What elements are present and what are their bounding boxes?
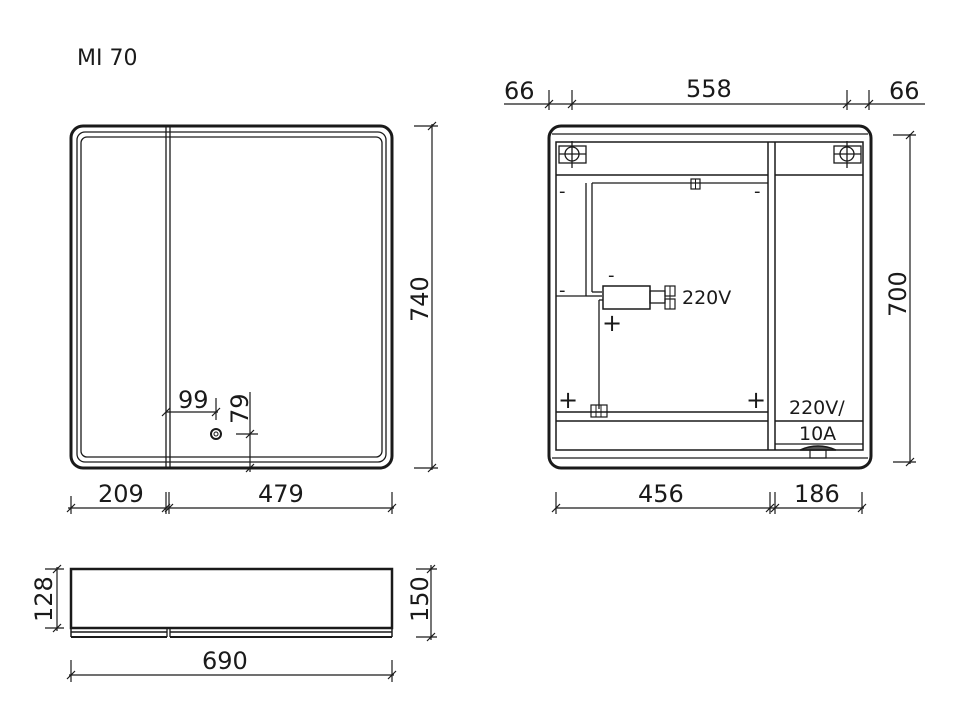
polarity-minus-left: -: [559, 280, 566, 301]
dim-left-panel-width: 209: [98, 480, 144, 508]
polarity-minus-top-left: -: [559, 181, 566, 202]
dim-total-depth: 150: [406, 576, 434, 622]
dim-front-height: 740: [406, 276, 434, 322]
side-view: [45, 564, 437, 682]
polarity-minus-driver: -: [608, 265, 615, 286]
polarity-plus-bottom-left: +: [558, 386, 578, 414]
dim-right-panel-width: 479: [258, 480, 304, 508]
led-driver-icon: [602, 285, 651, 310]
dim-back-height: 700: [884, 271, 912, 317]
dim-left-section-width: 456: [638, 480, 684, 508]
polarity-minus-top-right: -: [754, 181, 761, 202]
mount-bracket-right-icon: [833, 141, 862, 168]
dim-right-margin: 66: [889, 77, 920, 105]
power-socket-icon: [799, 445, 837, 451]
dim-switch-offset-x: 99: [178, 386, 209, 414]
dim-right-section-width: 186: [794, 480, 840, 508]
socket-rating-line2: 10A: [799, 423, 836, 445]
touch-switch-icon: [210, 428, 222, 440]
back-view: [504, 90, 925, 514]
dim-left-margin: 66: [504, 77, 535, 105]
front-view: [66, 121, 438, 514]
dim-switch-offset-y: 79: [226, 393, 254, 424]
driver-voltage-label: 220V: [682, 287, 731, 309]
dim-mount-spacing: 558: [686, 75, 732, 103]
polarity-plus-bottom-right: +: [746, 386, 766, 414]
model-title: MI 70: [77, 46, 137, 71]
mount-bracket-left-icon: [558, 141, 587, 168]
socket-rating-line1: 220V/: [789, 397, 845, 419]
polarity-plus-driver: +: [602, 309, 622, 337]
dim-side-width: 690: [202, 647, 248, 675]
dim-body-depth: 128: [30, 576, 58, 622]
